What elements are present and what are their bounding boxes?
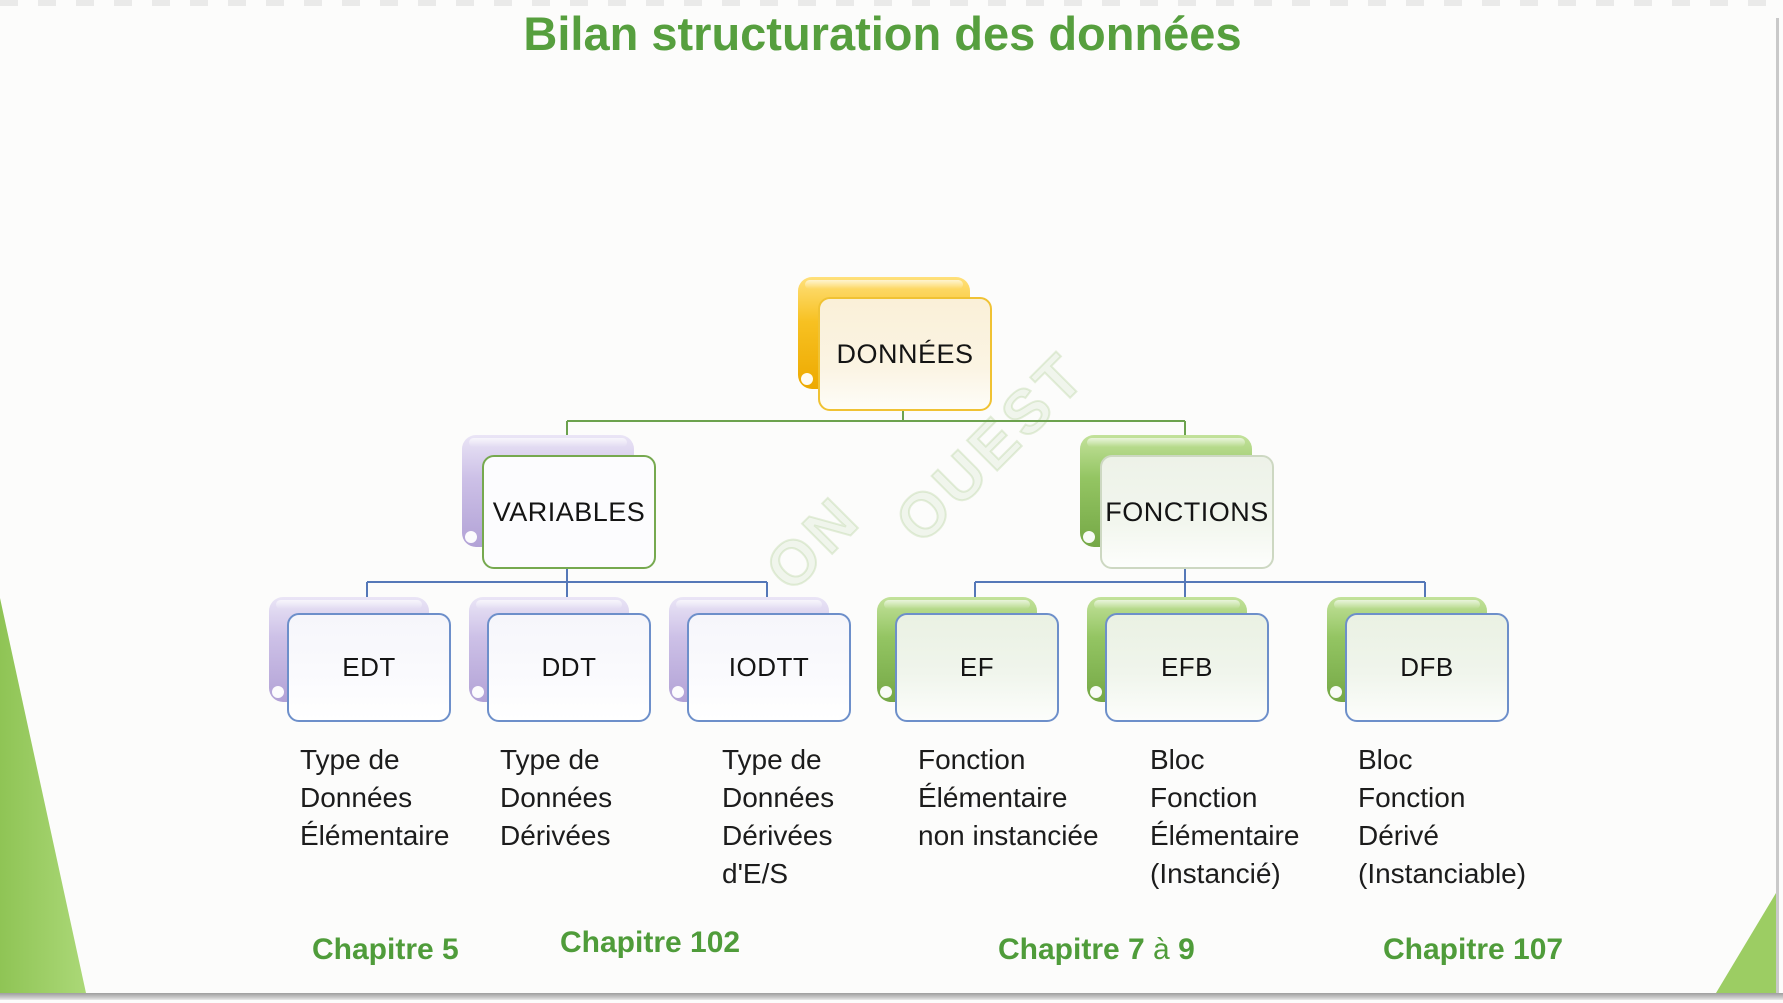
- node-fonctions-label: FONCTIONS: [1105, 496, 1269, 527]
- node-efb-box: EFB: [1105, 613, 1269, 722]
- chapter-107: Chapitre 107: [1383, 933, 1563, 967]
- node-ef-box: EF: [895, 613, 1059, 722]
- connector-blue-children: [366, 565, 1426, 603]
- slide-title: Bilan structuration des données: [523, 7, 1242, 60]
- node-fonctions: FONCTIONS: [1080, 435, 1274, 569]
- node-dfb-label: DFB: [1400, 652, 1454, 682]
- slide-bottom-border: [0, 993, 1783, 1000]
- top-edge-decoration: [0, 0, 1783, 6]
- chapter-5: Chapitre 5: [312, 933, 459, 967]
- corner-triangle-left: [0, 598, 86, 993]
- chapter-7-a-9-end: 9: [1169, 933, 1195, 966]
- node-variables: VARIABLES: [462, 435, 656, 569]
- node-ef-label: EF: [959, 652, 995, 682]
- slide-right-border: [1776, 18, 1779, 993]
- node-iodtt-box: IODTT: [687, 613, 851, 722]
- node-variables-label: VARIABLES: [492, 496, 646, 527]
- chapter-102: Chapitre 102: [560, 926, 740, 960]
- chapter-7-a-9-mid: à: [1153, 933, 1170, 966]
- node-donnees-box: DONNÉES: [818, 297, 992, 411]
- node-efb-label: EFB: [1160, 652, 1214, 682]
- node-donnees: DONNÉES: [798, 277, 992, 411]
- node-dfb-box: DFB: [1345, 613, 1509, 722]
- chapter-5-text: Chapitre 5: [312, 933, 459, 966]
- node-ddt-box: DDT: [487, 613, 651, 722]
- connector-green-root: [566, 407, 1186, 447]
- chapter-7-a-9: Chapitre 7 à 9: [998, 933, 1195, 967]
- node-donnees-label: DONNÉES: [836, 338, 974, 369]
- chapter-7-a-9-text: Chapitre 7: [998, 933, 1154, 966]
- node-edt-box: EDT: [287, 613, 451, 722]
- chapter-102-text: Chapitre 102: [560, 926, 741, 959]
- node-iodtt-label: IODTT: [728, 652, 810, 682]
- node-edt-label: EDT: [342, 652, 396, 682]
- node-variables-box: VARIABLES: [482, 455, 656, 569]
- node-ddt-label: DDT: [541, 652, 597, 682]
- corner-triangle-right: [1716, 888, 1779, 993]
- chapter-107-text: Chapitre 107: [1383, 933, 1564, 966]
- node-fonctions-box: FONCTIONS: [1100, 455, 1274, 569]
